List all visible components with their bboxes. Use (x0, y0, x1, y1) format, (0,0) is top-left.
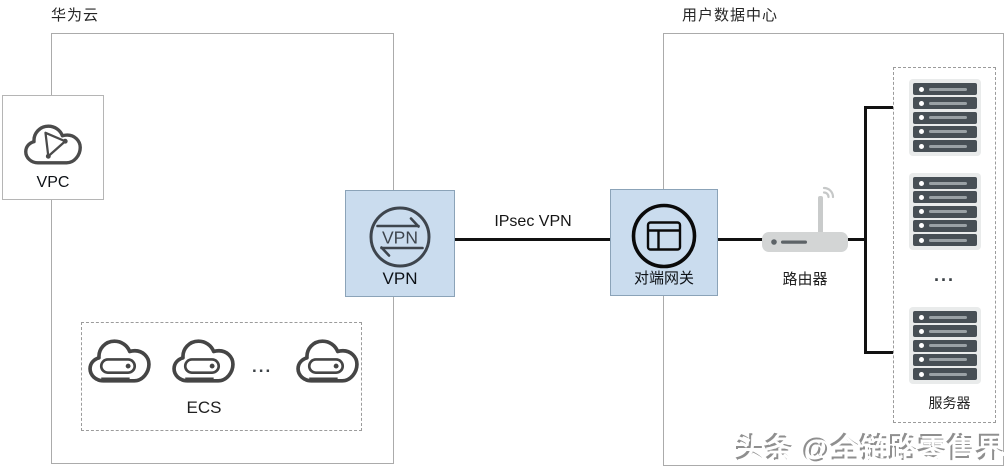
server-bar (929, 372, 967, 376)
server-led (919, 209, 924, 214)
server-bracket-top-line (864, 106, 893, 109)
peer-router-line (718, 238, 764, 241)
server-led (919, 86, 924, 92)
server-stack (909, 79, 981, 156)
server-bar (929, 238, 967, 242)
server-led (919, 100, 924, 106)
server-led (919, 314, 924, 320)
server-bar (929, 344, 967, 347)
server-bar (929, 116, 967, 119)
server-led (919, 357, 924, 363)
huawei-zone-label: 华为云 (51, 7, 100, 24)
vpn-icon: VPN (369, 206, 431, 268)
server-bar (929, 101, 967, 105)
server-led (919, 115, 924, 120)
server-led (919, 223, 924, 229)
server-bar (929, 195, 967, 199)
vpc-label: VPC (36, 174, 70, 191)
peer-gateway-label: 对端网关 (633, 270, 694, 287)
ipsec-line (455, 238, 611, 241)
router-label: 路由器 (782, 271, 828, 288)
server-led (919, 237, 924, 243)
server-group-box (893, 67, 996, 423)
vpn-label: VPN (382, 269, 418, 288)
server-ellipsis: ... (933, 265, 955, 285)
server-bar (929, 144, 967, 148)
server-led (919, 328, 924, 334)
server-led (919, 180, 924, 186)
server-bar (929, 130, 967, 134)
server-bar (929, 329, 967, 333)
server-bar (929, 210, 967, 213)
ipsec-label: IPsec VPN (494, 213, 572, 230)
ecs-cloud-icon (296, 339, 359, 383)
server-bracket-bottom-line (864, 351, 893, 354)
ecs-group-box (81, 322, 362, 431)
ecs-ellipsis: ... (252, 357, 273, 376)
vpc-node: VPC (2, 95, 104, 200)
server-stack (909, 173, 981, 250)
server-led (919, 343, 924, 348)
watermark-text: 头条 @全链路零售界 (736, 434, 1006, 465)
peer-gateway-node: 对端网关 (610, 189, 718, 296)
vpn-icon-text: VPN (382, 228, 418, 248)
server-stack (909, 307, 981, 384)
ecs-cloud-icon (88, 339, 151, 383)
server-bar (929, 358, 967, 362)
router-bracket-line (848, 238, 867, 241)
server-bracket-vline (864, 106, 867, 354)
server-bar (929, 315, 967, 319)
server-led (919, 129, 924, 135)
ecs-cloud-icon (172, 339, 235, 383)
peer-gateway-icon (631, 203, 697, 269)
ecs-label: ECS (186, 398, 222, 417)
server-bar (929, 87, 967, 91)
vpn-node: VPN VPN (345, 190, 455, 297)
server-bar (929, 224, 967, 228)
server-led (919, 194, 924, 200)
vpc-cloud-icon (24, 124, 82, 165)
user-dc-zone-label: 用户数据中心 (682, 7, 779, 24)
server-bar (929, 181, 967, 185)
server-led (919, 143, 924, 149)
server-led (919, 371, 924, 377)
router-icon (762, 186, 848, 252)
server-group-label: 服务器 (928, 395, 971, 411)
